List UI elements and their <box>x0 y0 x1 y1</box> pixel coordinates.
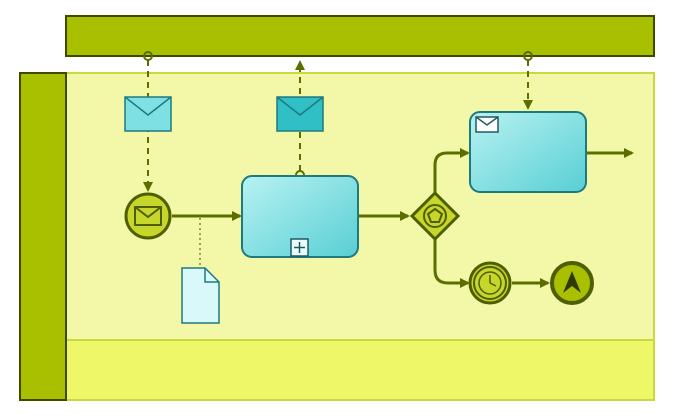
pentagon-icon <box>426 207 444 223</box>
plus-icon <box>290 238 309 257</box>
escalation-end-event[interactable] <box>550 261 594 305</box>
data-object[interactable] <box>181 267 220 324</box>
message-flow-3[interactable] <box>523 51 533 110</box>
gateway-ring <box>423 204 447 228</box>
escalation-arrow-icon <box>563 271 581 293</box>
envelope-icon <box>124 96 172 132</box>
document-fold <box>204 268 219 283</box>
sequence-flow-gateway-to-timer[interactable] <box>433 238 470 288</box>
subprocess-task[interactable] <box>241 175 359 258</box>
envelope-icon <box>134 206 162 226</box>
document-icon <box>181 267 220 324</box>
lane-lower[interactable] <box>65 339 655 401</box>
envelope-icon <box>276 96 324 132</box>
envelope-icon <box>475 116 499 133</box>
pool-main-header[interactable] <box>19 72 67 401</box>
clock-icon <box>478 271 502 295</box>
pool-top-header[interactable] <box>65 15 655 57</box>
event-based-gateway[interactable] <box>409 190 461 242</box>
timer-intermediate-event[interactable] <box>468 261 512 305</box>
sequence-flow-gateway-to-task[interactable] <box>433 148 470 195</box>
send-task[interactable] <box>469 111 587 193</box>
message-start-event[interactable] <box>124 192 172 240</box>
message-flow-1[interactable] <box>143 51 153 192</box>
